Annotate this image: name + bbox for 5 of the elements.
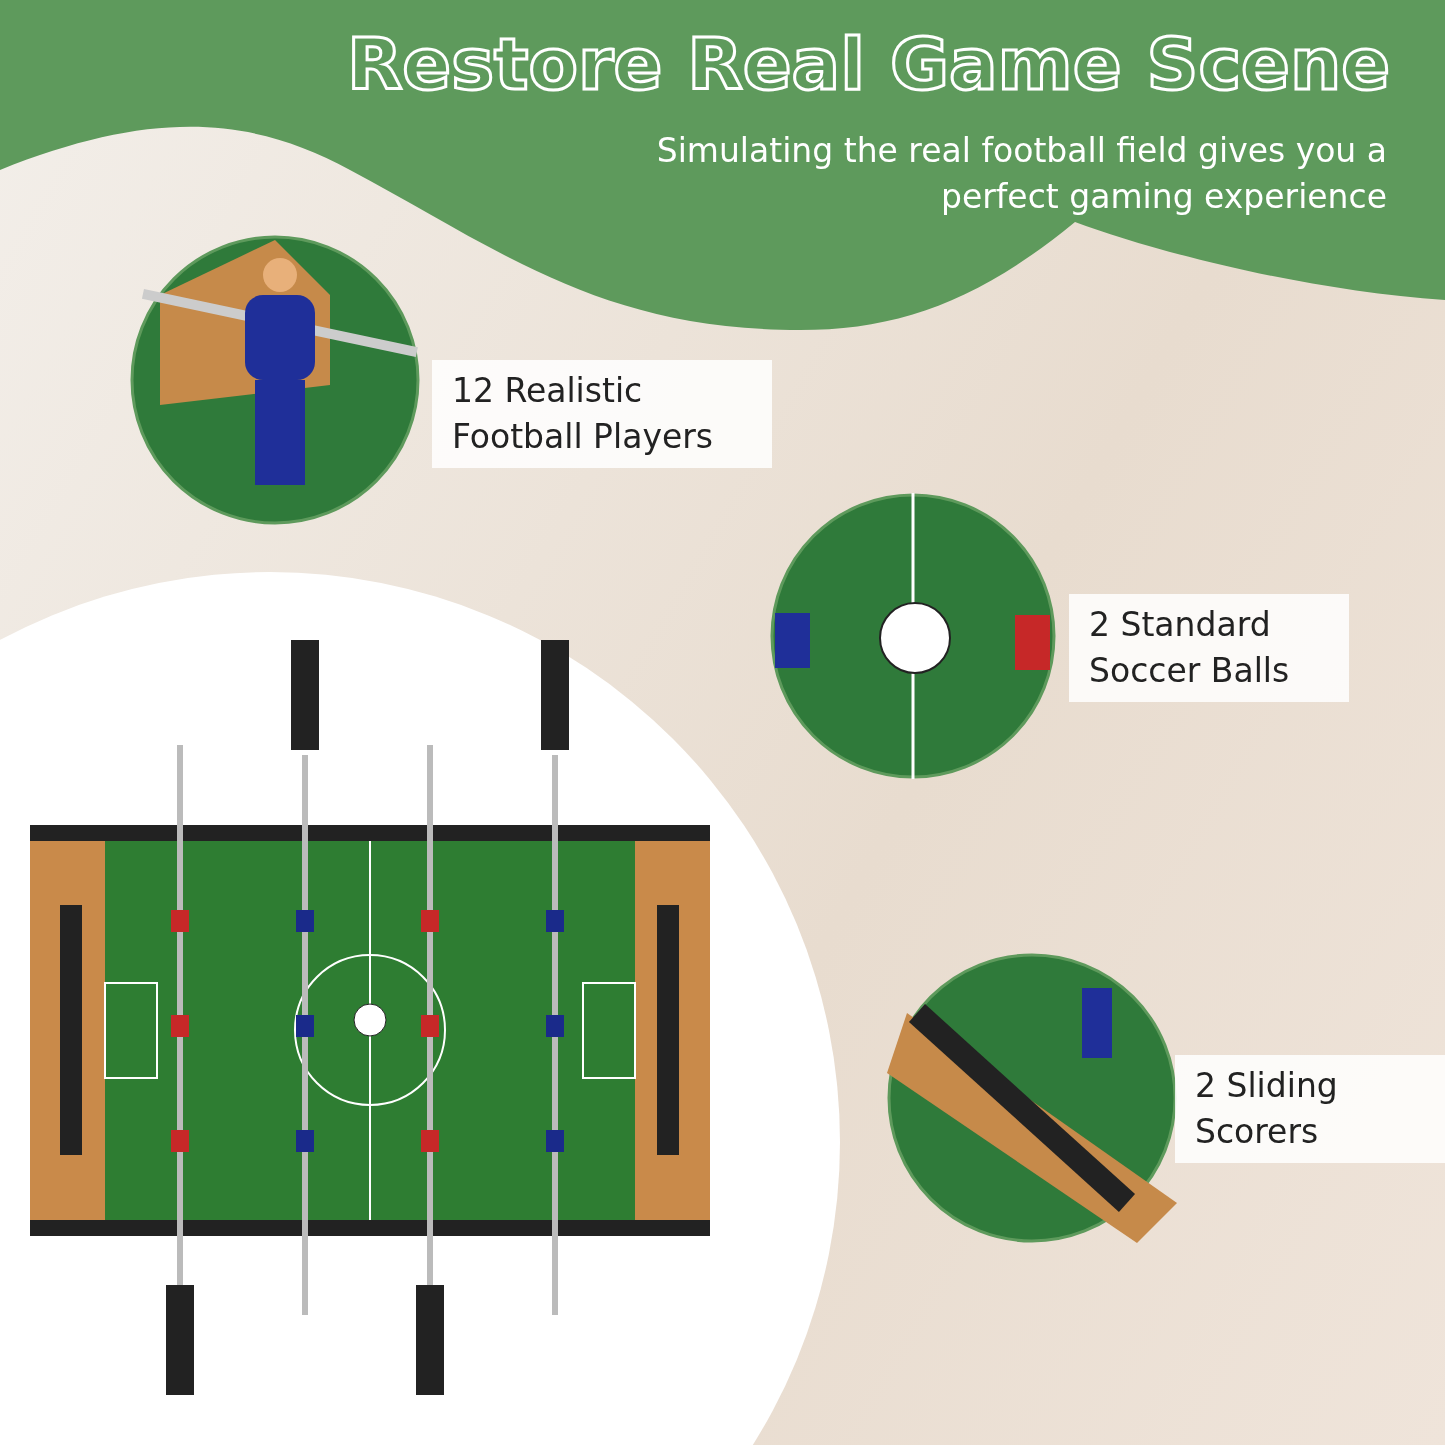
feature-label: 2 Standard Soccer Balls [1069,594,1349,702]
title: Restore Real Game Scene [346,22,1390,106]
subtitle: Simulating the real football field gives you a perfect gaming experience [655,130,1387,218]
feature-label: 2 Sliding Scorers [1175,1055,1445,1163]
feature-label: 12 Realistic Football Players [432,360,772,468]
